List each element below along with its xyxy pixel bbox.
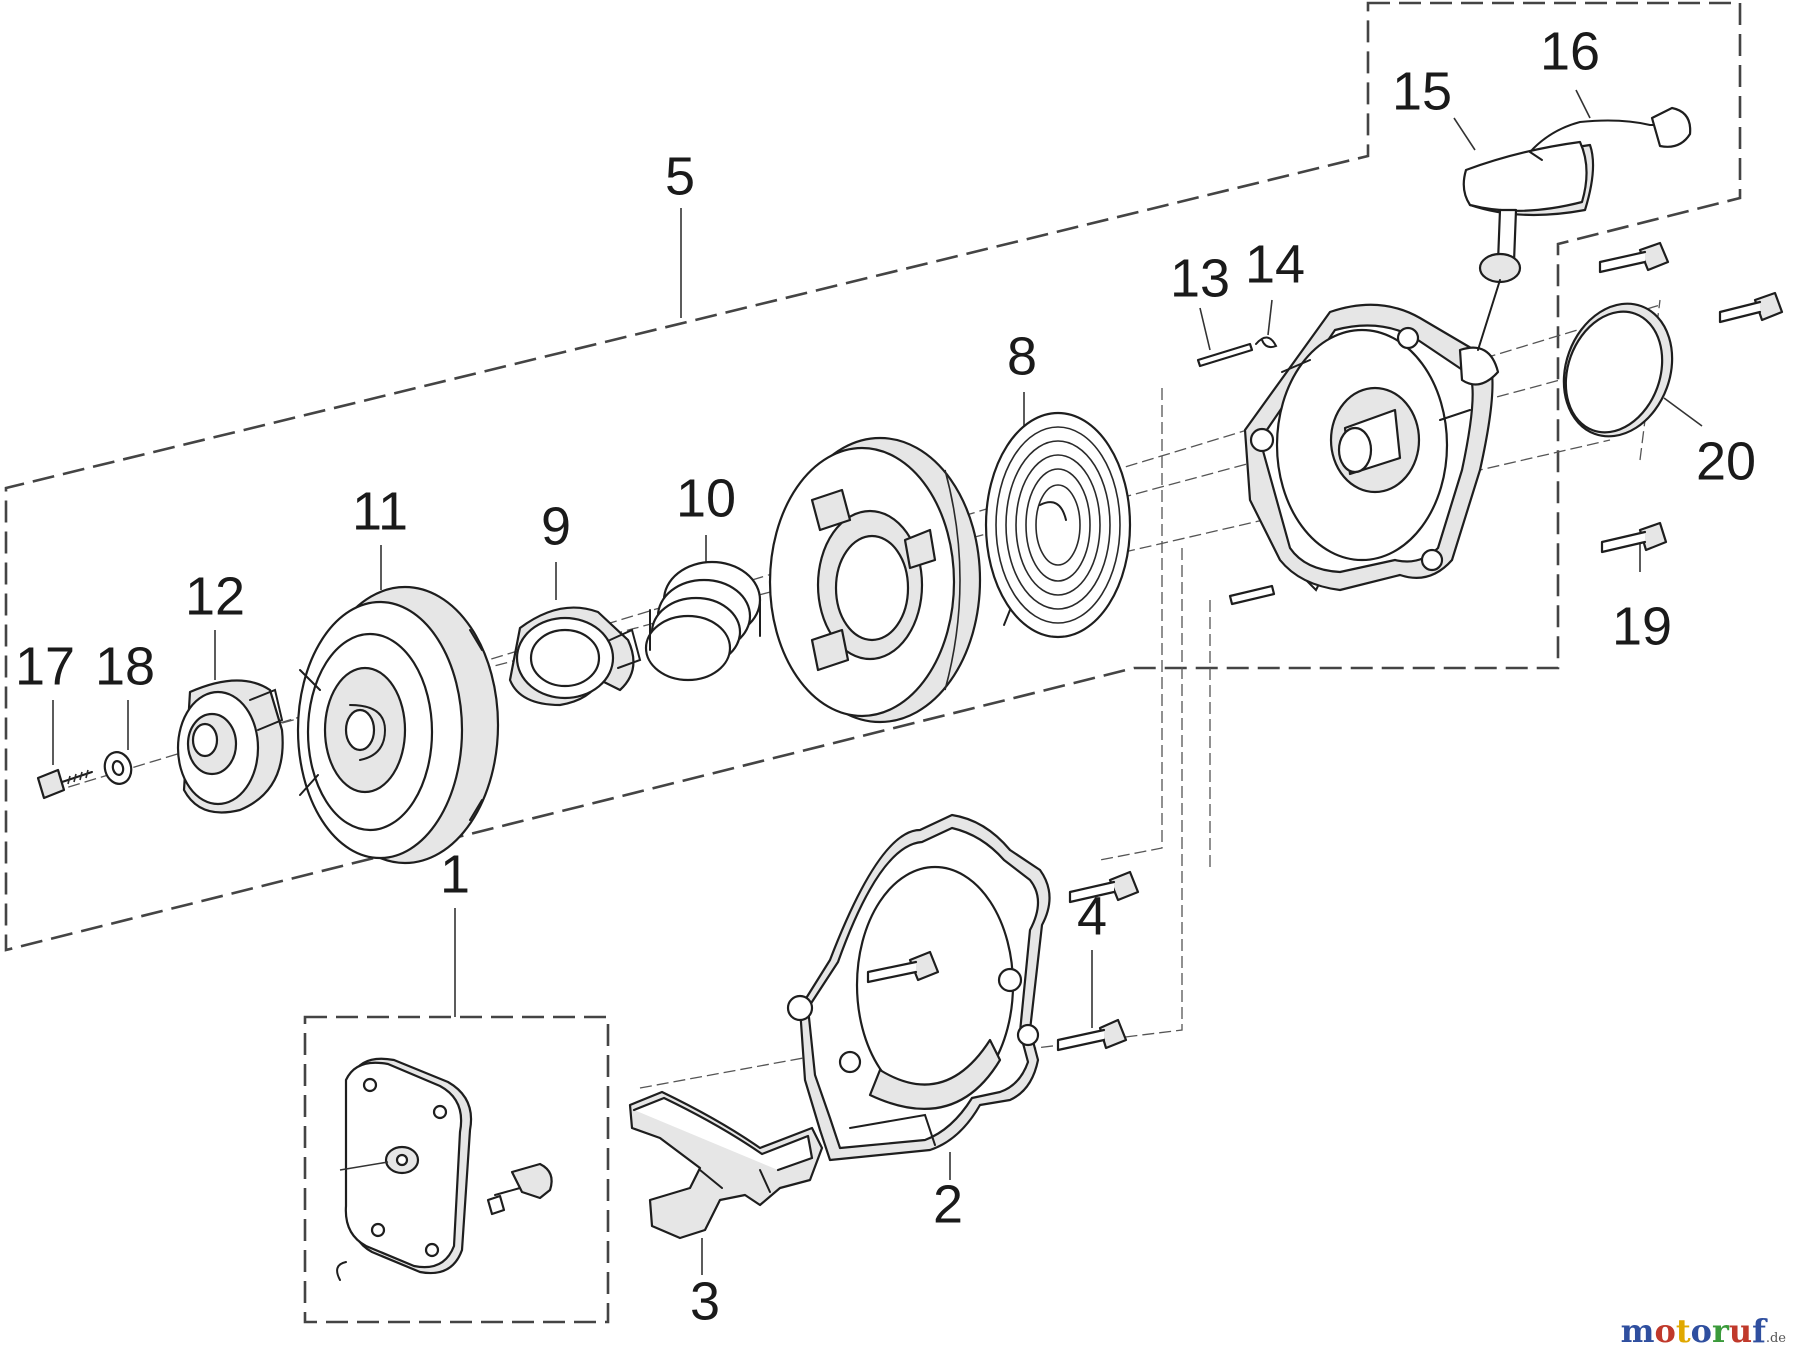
callout-15: 15 [1392, 61, 1452, 121]
watermark-letter: o [1654, 1312, 1676, 1350]
part-4-screws [866, 870, 1140, 1052]
callout-11: 11 [352, 481, 408, 541]
watermark-letter: r [1711, 1312, 1729, 1350]
watermark-letter: u [1728, 1312, 1753, 1350]
watermark-letter: m [1620, 1312, 1655, 1350]
part-3-bracket [628, 1090, 824, 1240]
callout-12: 12 [185, 566, 245, 626]
callout-14: 14 [1245, 234, 1305, 294]
callout-13: 13 [1170, 248, 1230, 308]
part-19-screws [1598, 241, 1784, 554]
rope-pulley-disc [768, 436, 982, 724]
callout-16: 16 [1540, 21, 1600, 81]
starter-housing [1243, 303, 1500, 592]
callout-19: 19 [1612, 596, 1672, 656]
callout-20: 20 [1696, 431, 1756, 491]
watermark-letter: o [1690, 1312, 1712, 1350]
callout-17: 17 [15, 636, 75, 696]
watermark-letter: t [1675, 1312, 1691, 1350]
part-8-recoil-spring [984, 411, 1132, 639]
part-9-ratchet [508, 606, 642, 707]
part-17-screw [36, 768, 93, 800]
part-12-pawl-carrier [176, 679, 284, 814]
watermark-tld: .de [1765, 1331, 1786, 1346]
callout-10: 10 [676, 468, 736, 528]
callout-9: 9 [541, 496, 571, 556]
watermark-letter: f [1752, 1312, 1766, 1350]
callout-4: 4 [1077, 886, 1107, 946]
assembly-boundary-1 [303, 1015, 610, 1324]
part-1-plate-assembly [336, 1057, 553, 1281]
part-16-rope-clip [1529, 106, 1692, 161]
leader-lines [52, 89, 1703, 1275]
callout-3: 3 [690, 1271, 720, 1331]
watermark-logo: motoruf.de [1621, 1312, 1786, 1350]
part-2-fan-housing [786, 813, 1051, 1162]
callout-numbers: 1 2 3 4 5 8 9 10 11 12 13 14 15 16 17 18… [15, 21, 1756, 1331]
callout-5: 5 [665, 146, 695, 206]
part-20-cover-disc [1562, 302, 1674, 438]
assembly-boundary-5 [4, 1, 1742, 952]
callout-2: 2 [933, 1174, 963, 1234]
part-11-starter-pulley [296, 585, 500, 865]
part-13-pin [1196, 342, 1276, 606]
part-15-starter-handle [1462, 140, 1595, 351]
callout-8: 8 [1007, 326, 1037, 386]
part-18-washer [103, 751, 133, 785]
callout-1: 1 [440, 844, 470, 904]
part-10-spring [644, 560, 762, 682]
callout-18: 18 [95, 636, 155, 696]
